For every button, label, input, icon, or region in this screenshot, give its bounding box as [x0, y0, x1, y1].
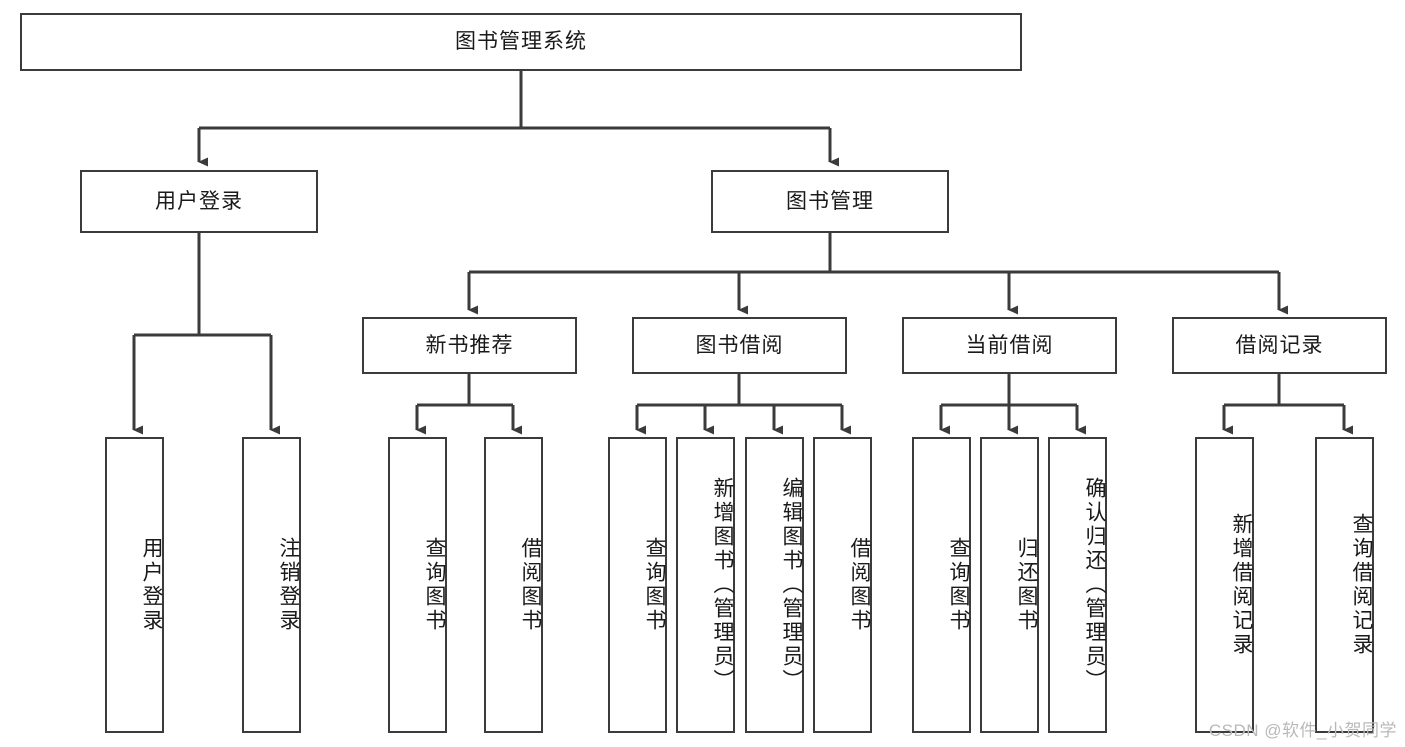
- node-borrow-record-label: 借阅记录: [1235, 333, 1324, 357]
- leaf-label: 用户登录: [140, 537, 163, 633]
- leaf-book-borrow-2[interactable]: 新增图书（管理员）: [676, 437, 735, 733]
- leaf-label: 注销登录: [277, 537, 300, 633]
- node-book-borrow[interactable]: 图书借阅: [632, 317, 847, 374]
- node-root-label: 图书管理系统: [455, 30, 587, 54]
- leaf-borrow-record-2[interactable]: 查询借阅记录: [1315, 437, 1374, 733]
- node-user-login[interactable]: 用户登录: [80, 170, 318, 233]
- leaf-book-borrow-3[interactable]: 编辑图书（管理员）: [745, 437, 804, 733]
- leaf-borrow-record-1[interactable]: 新增借阅记录: [1195, 437, 1254, 733]
- leaf-label: 编辑图书（管理员）: [780, 477, 803, 693]
- leaf-label: 查询图书: [947, 537, 970, 633]
- leaf-label: 借阅图书: [519, 537, 542, 633]
- node-user-login-label: 用户登录: [155, 189, 243, 213]
- node-new-book-recommend[interactable]: 新书推荐: [362, 317, 577, 374]
- node-book-borrow-label: 图书借阅: [695, 333, 784, 357]
- node-new-book-recommend-label: 新书推荐: [425, 333, 514, 357]
- leaf-user-login-2[interactable]: 注销登录: [242, 437, 301, 733]
- leaf-new-book-recommend-2[interactable]: 借阅图书: [484, 437, 543, 733]
- leaf-label: 查询图书: [643, 537, 666, 633]
- leaf-label: 查询图书: [423, 537, 446, 633]
- leaf-current-borrow-3[interactable]: 确认归还（管理员）: [1048, 437, 1107, 733]
- node-current-borrow-label: 当前借阅: [965, 333, 1054, 357]
- node-current-borrow[interactable]: 当前借阅: [902, 317, 1117, 374]
- node-borrow-record[interactable]: 借阅记录: [1172, 317, 1387, 374]
- leaf-label: 查询借阅记录: [1350, 513, 1373, 657]
- leaf-label: 新增图书（管理员）: [711, 477, 734, 693]
- leaf-label: 新增借阅记录: [1230, 513, 1253, 657]
- node-root[interactable]: 图书管理系统: [20, 13, 1022, 71]
- watermark: CSDN @软件_小贺同学: [1208, 721, 1397, 740]
- leaf-label: 确认归还（管理员）: [1083, 477, 1106, 693]
- leaf-label: 归还图书: [1015, 537, 1038, 633]
- leaf-label: 借阅图书: [848, 537, 871, 633]
- leaf-user-login-1[interactable]: 用户登录: [105, 437, 164, 733]
- leaf-book-borrow-4[interactable]: 借阅图书: [813, 437, 872, 733]
- node-book-management[interactable]: 图书管理: [711, 170, 949, 233]
- leaf-current-borrow-2[interactable]: 归还图书: [980, 437, 1039, 733]
- leaf-new-book-recommend-1[interactable]: 查询图书: [388, 437, 447, 733]
- node-book-management-label: 图书管理: [786, 189, 874, 213]
- leaf-current-borrow-1[interactable]: 查询图书: [912, 437, 971, 733]
- leaf-book-borrow-1[interactable]: 查询图书: [608, 437, 667, 733]
